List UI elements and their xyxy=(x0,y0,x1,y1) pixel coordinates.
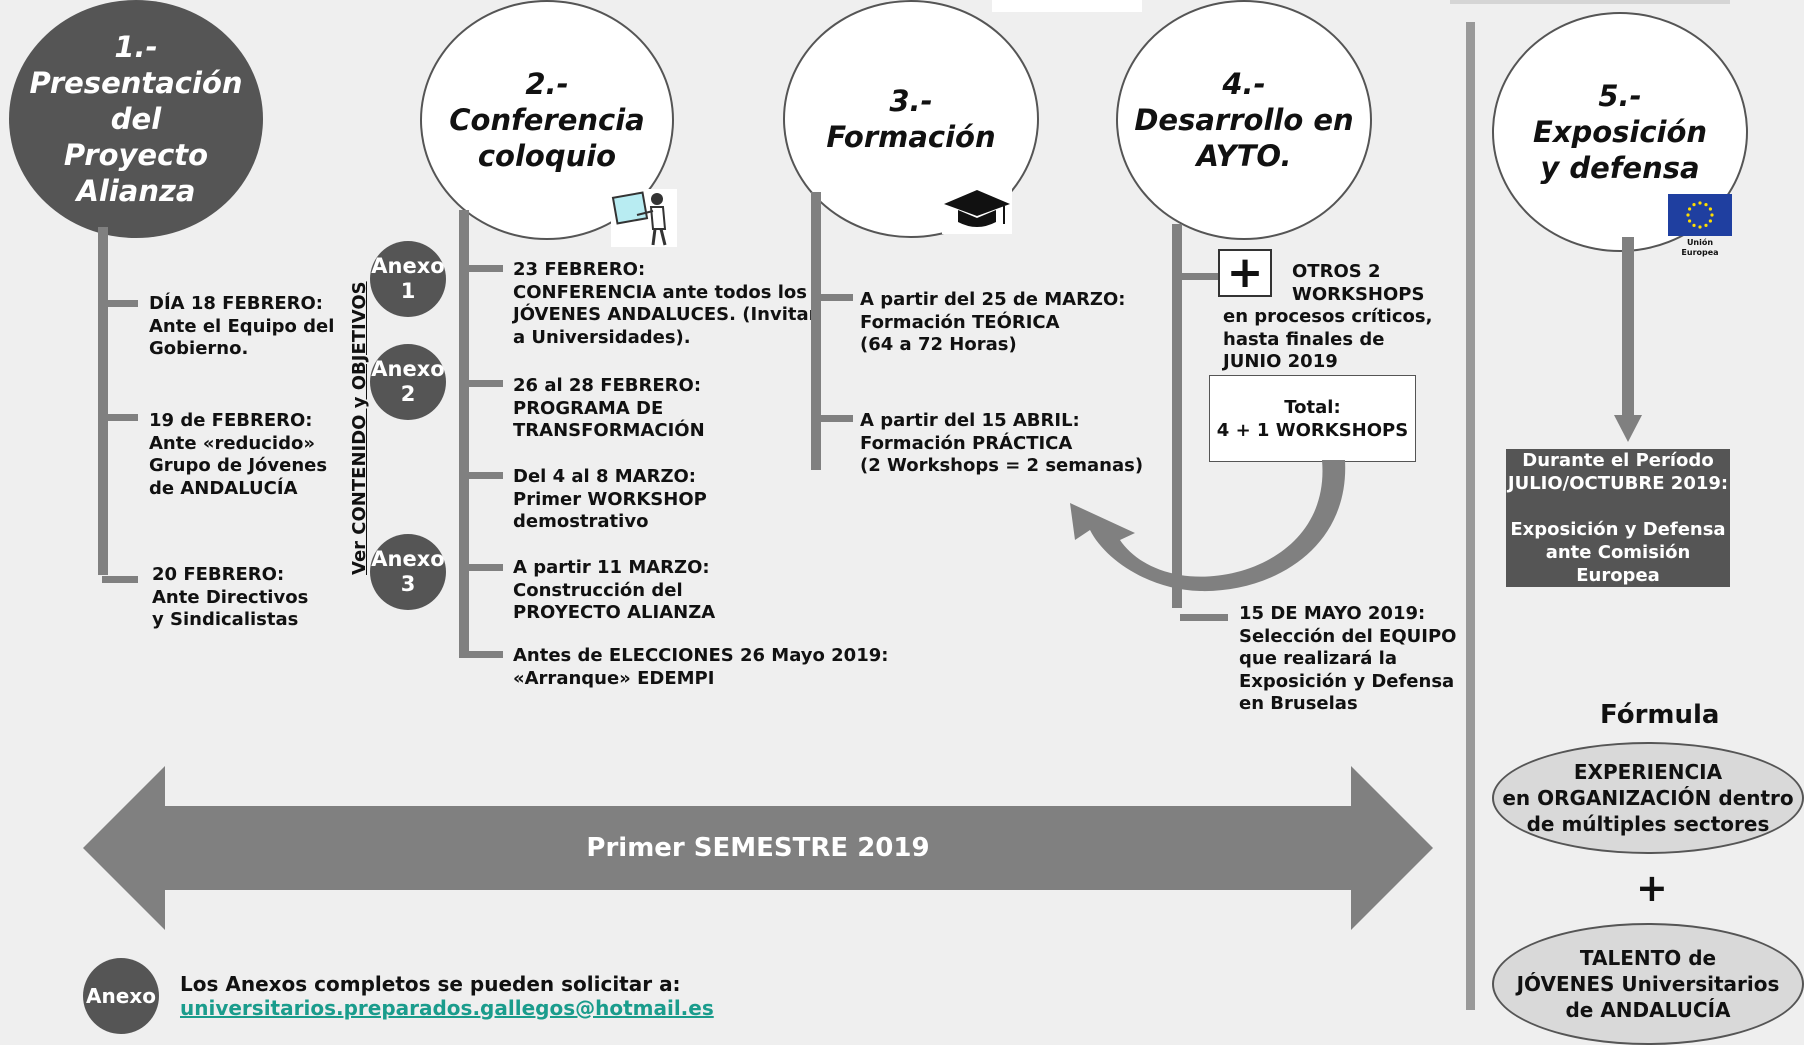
stage-2-tick-2 xyxy=(463,380,503,387)
stage-1-tick-2 xyxy=(102,414,138,421)
stage-3-item-1: A partir del 25 de MARZO: Formación TEÓR… xyxy=(860,289,1126,355)
stage-4-title: 4.- Desarrollo en AYTO. xyxy=(1134,67,1354,173)
semester-arrow xyxy=(83,766,1433,930)
stage-3-circle: 3.- Formación xyxy=(783,0,1039,238)
plus-icon: + xyxy=(1226,247,1264,298)
stage-5-title: 5.- Exposición y defensa xyxy=(1532,79,1708,185)
stage-2-tick-4 xyxy=(463,564,503,571)
stage-3-item-2: A partir del 15 ABRIL: Formación PRÁCTIC… xyxy=(860,410,1144,476)
stage-4-procesos: en procesos críticos, hasta finales de J… xyxy=(1223,306,1433,372)
footer-text: Los Anexos completos se pueden solicitar… xyxy=(180,972,681,996)
stage-1-item-2: 19 de FEBRERO: Ante «reducido» Grupo de … xyxy=(149,410,328,499)
stage-1-item-1: DÍA 18 FEBRERO: Ante el Equipo del Gobie… xyxy=(149,293,335,359)
footer-annex-badge[interactable]: Anexo xyxy=(83,958,159,1034)
annex-2-badge[interactable]: Anexo 2 xyxy=(370,344,446,420)
formula-plus: + xyxy=(1636,866,1668,910)
stage-2-item-2: 26 al 28 FEBRERO: PROGRAMA DE TRANSFORMA… xyxy=(513,375,705,441)
stage-4-circle: 4.- Desarrollo en AYTO. xyxy=(1116,0,1372,240)
stage-1-circle: 1.- Presentación del Proyecto Alianza xyxy=(9,0,263,238)
stage-5-circle: 5.- Exposición y defensa xyxy=(1492,12,1748,252)
eu-flag-icon: Unión Europea xyxy=(1668,194,1732,257)
plus-box: + xyxy=(1218,249,1272,297)
stage-3-line xyxy=(811,192,821,470)
stage-3-tick-1 xyxy=(815,294,853,301)
contenido-objetivos-label[interactable]: Ver CONTENIDO y OBJETIVOS xyxy=(349,281,370,575)
stage-4-mayo: 15 DE MAYO 2019: Selección del EQUIPO qu… xyxy=(1239,603,1457,714)
formula-title: Fórmula xyxy=(1600,700,1720,730)
top-white-box xyxy=(992,0,1142,12)
stage-1-item-3: 20 FEBRERO: Ante Directivos y Sindicalis… xyxy=(152,564,309,630)
stage-2-line xyxy=(459,210,469,658)
footer-annex-label: Anexo xyxy=(86,984,156,1008)
stage-3-tick-2 xyxy=(815,415,853,422)
annex-3-label: Anexo xyxy=(371,547,445,571)
stage-2-title: 2.- Conferencia coloquio xyxy=(449,67,645,173)
period-box: Durante el Período JULIO/OCTUBRE 2019: E… xyxy=(1506,449,1730,587)
stage-1-tick-1 xyxy=(102,300,138,307)
stage-2-item-1: 23 FEBRERO: CONFERENCIA ante todos los J… xyxy=(513,259,818,348)
stage-2-item-5: Antes de ELECCIONES 26 Mayo 2019: «Arran… xyxy=(513,645,889,689)
stage-2-item-4: A partir 11 MARZO: Construcción del PROY… xyxy=(513,557,716,623)
annex-1-number: 1 xyxy=(400,279,416,303)
vertical-separator xyxy=(1466,22,1475,1010)
semester-label: Primer SEMESTRE 2019 xyxy=(586,833,930,863)
annex-3-badge[interactable]: Anexo 3 xyxy=(370,534,446,610)
annex-2-label: Anexo xyxy=(371,357,445,381)
stage-3-title: 3.- Formación xyxy=(826,84,996,154)
stage-4-otros: OTROS 2 WORKSHOPS xyxy=(1292,261,1425,305)
stage-1-line xyxy=(98,227,108,575)
stage-2-item-3: Del 4 al 8 MARZO: Primer WORKSHOP demost… xyxy=(513,466,707,532)
annex-1-badge[interactable]: Anexo 1 xyxy=(370,241,446,317)
eu-label: Unión Europea xyxy=(1681,238,1719,257)
graduation-cap-icon xyxy=(942,186,1012,234)
stage-4-tick-2 xyxy=(1180,614,1228,621)
annex-1-label: Anexo xyxy=(371,254,445,278)
formula-top-ellipse: EXPERIENCIA en ORGANIZACIÓN dentro de mú… xyxy=(1492,742,1804,854)
stage-2-tick-5 xyxy=(463,651,503,658)
stage-2-tick-3 xyxy=(463,472,503,479)
presenter-icon xyxy=(611,189,677,247)
formula-bottom-ellipse: TALENTO de JÓVENES Universitarios de AND… xyxy=(1492,923,1804,1045)
curved-return-arrow xyxy=(1070,460,1346,592)
stage-1-title: 1.- Presentación del Proyecto Alianza xyxy=(29,30,243,208)
down-arrow xyxy=(1614,237,1642,442)
annex-2-number: 2 xyxy=(400,382,416,406)
top-right-fragment xyxy=(1450,0,1730,4)
stage-1-tick-3 xyxy=(102,576,138,583)
annex-3-number: 3 xyxy=(400,572,416,596)
stage-4-tick-1 xyxy=(1176,273,1218,280)
stage-2-tick-1 xyxy=(463,265,503,272)
total-workshops-box: Total: 4 + 1 WORKSHOPS xyxy=(1209,375,1416,462)
footer-email-link[interactable]: universitarios.preparados.gallegos@hotma… xyxy=(180,996,714,1020)
stage-4-line xyxy=(1172,224,1182,608)
stage-2-circle: 2.- Conferencia coloquio xyxy=(420,0,674,240)
